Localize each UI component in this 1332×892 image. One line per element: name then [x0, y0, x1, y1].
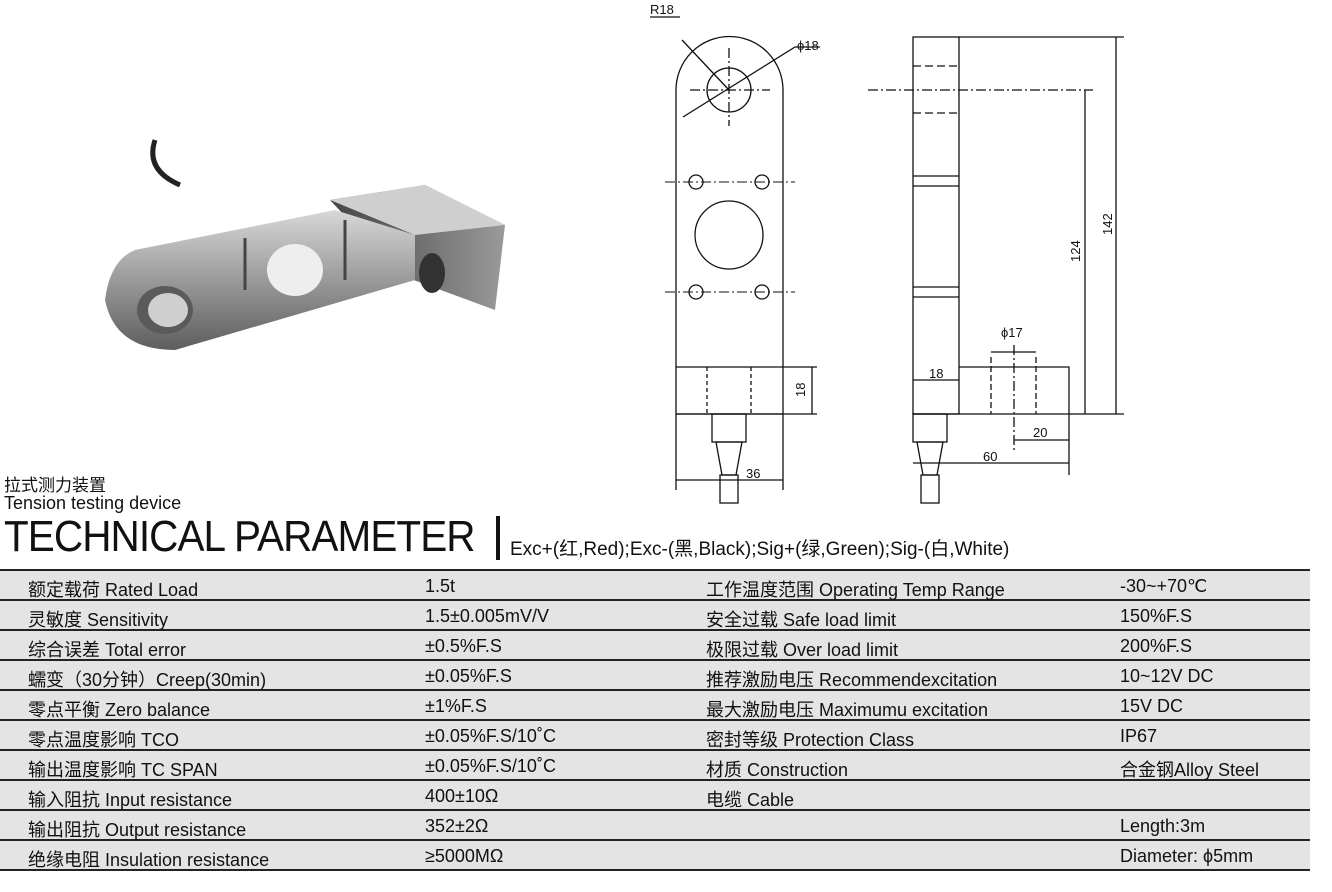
technical-drawing: R18 ϕ18 36 18 ϕ17 18 20 60 124 142: [650, 2, 1124, 504]
wiring-legend: Exc+(红,Red);Exc-(黑,Black);Sig+(绿,Green);…: [510, 539, 1010, 560]
param-label: 工作温度范围 Operating Temp Range: [706, 580, 1005, 600]
param-label: 输入阻抗 Input resistance: [28, 790, 233, 810]
param-value: 合金钢Alloy Steel: [1120, 760, 1260, 780]
heading-divider: [496, 516, 500, 560]
param-value: 10~12V DC: [1120, 666, 1214, 686]
table-row: 综合误差 Total error ±0.5%F.S 极限过载 Over load l…: [0, 631, 1310, 661]
param-label: 零点平衡 Zero balance: [28, 700, 211, 720]
dim-36: 36: [746, 466, 760, 481]
table-row: 输出温度影响 TC SPAN ±0.05%F.S/10˚C 材质 Construct…: [0, 751, 1310, 781]
param-label: 极限过载 Over load limit: [706, 640, 899, 660]
param-label: 蠕变（30分钟）Creep(30min): [28, 670, 267, 690]
param-label: 电缆 Cable: [706, 790, 795, 810]
dim-60: 60: [983, 449, 997, 464]
dim-phi17: ϕ17: [1001, 325, 1023, 340]
param-label: 灵敏度 Sensitivity: [28, 610, 169, 630]
param-label: 推荐激励电压 Recommendexcitation: [706, 670, 998, 690]
dim-18-side: 18: [929, 366, 943, 381]
product-name-en: Tension testing device: [4, 493, 182, 513]
param-value: ≥5000MΩ: [425, 846, 504, 866]
param-value: 400±10Ω: [425, 786, 499, 806]
param-value: 1.5±0.005mV/V: [425, 606, 549, 626]
table-row: 零点平衡 Zero balance ±1%F.S 最大激励电压 Maximumu e…: [0, 691, 1310, 721]
param-label: 材质 Construction: [706, 760, 849, 780]
param-value: Length:3m: [1120, 816, 1206, 836]
param-value: IP67: [1120, 726, 1158, 746]
param-label: 综合误差 Total error: [28, 640, 187, 660]
product-name-cn: 拉式测力装置: [4, 476, 106, 495]
table-row: 蠕变（30分钟）Creep(30min) ±0.05%F.S 推荐激励电压 Reco…: [0, 661, 1310, 691]
load-cell-photo: [105, 139, 505, 350]
param-label: 安全过载 Safe load limit: [706, 610, 897, 630]
param-value: 200%F.S: [1120, 636, 1193, 656]
param-label: 密封等级 Protection Class: [706, 730, 915, 750]
param-value: 15V DC: [1120, 696, 1184, 716]
param-value: 150%F.S: [1120, 606, 1193, 626]
param-label: 输出温度影响 TC SPAN: [28, 760, 218, 780]
section-heading: TECHNICAL PARAMETER: [4, 512, 476, 561]
param-label: 输出阻抗 Output resistance: [28, 820, 247, 840]
table-row: 绝缘电阻 Insulation resistance ≥5000MΩ Diamete…: [0, 841, 1310, 871]
param-value: ±1%F.S: [425, 696, 487, 716]
param-label: 最大激励电压 Maximumu excitation: [706, 700, 989, 720]
dim-124: 124: [1068, 240, 1083, 262]
table-row: 额定载荷 Rated Load 1.5t 工作温度范围 Operating Temp…: [0, 571, 1310, 601]
dim-r18: R18: [650, 2, 674, 17]
spec-table: 额定载荷 Rated Load 1.5t 工作温度范围 Operating Temp…: [0, 569, 1310, 871]
dim-20: 20: [1033, 425, 1047, 440]
param-value: Diameter: ϕ5mm: [1120, 846, 1254, 866]
table-row: 输入阻抗 Input resistance 400±10Ω 电缆 Cable: [0, 781, 1310, 811]
dim-142: 142: [1100, 213, 1115, 235]
param-value: ±0.05%F.S/10˚C: [425, 726, 556, 746]
param-label: 额定载荷 Rated Load: [28, 580, 199, 600]
param-value: ±0.05%F.S: [425, 666, 512, 686]
param-value: 1.5t: [425, 576, 456, 596]
param-label: 零点温度影响 TCO: [28, 730, 179, 750]
param-value: ±0.05%F.S/10˚C: [425, 756, 556, 776]
dim-18-front: 18: [793, 383, 808, 397]
table-row: 灵敏度 Sensitivity 1.5±0.005mV/V 安全过载 Safe lo…: [0, 601, 1310, 631]
table-row: 输出阻抗 Output resistance 352±2Ω Length:3m: [0, 811, 1310, 841]
param-value: -30~+70℃: [1120, 576, 1208, 596]
table-row: 零点温度影响 TCO ±0.05%F.S/10˚C 密封等级 Protection …: [0, 721, 1310, 751]
param-value: 352±2Ω: [425, 816, 489, 836]
dim-phi18: ϕ18: [797, 38, 819, 53]
param-label: 绝缘电阻 Insulation resistance: [28, 850, 270, 870]
param-value: ±0.5%F.S: [425, 636, 502, 656]
